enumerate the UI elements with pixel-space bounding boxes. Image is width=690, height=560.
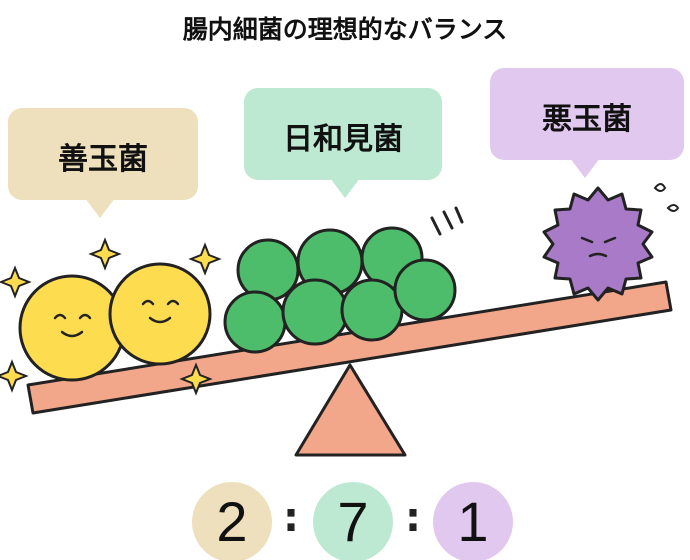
good-bacteria [18,262,212,382]
ratio-good: 2 [192,482,272,560]
label-bad-bacteria: 悪玉菌 [542,102,632,137]
sweat-drop-icon [653,183,680,212]
neutral-bacteria [223,226,457,354]
ratio-separator: : [283,495,299,541]
title: 腸内細菌の理想的なバランス [182,15,508,44]
bubble-bad [490,68,684,178]
bubble-good [8,108,198,218]
ratio-separator: : [405,495,421,541]
ratio-bad: 1 [433,482,513,560]
label-good-bacteria: 善玉菌 [58,142,148,177]
bubble-neutral [244,88,442,198]
motion-lines-icon [430,206,464,236]
label-neutral-bacteria: 日和見菌 [283,122,403,157]
bad-bacteria [542,183,680,302]
ratio-neutral: 7 [313,482,393,560]
fulcrum [294,363,407,457]
sparkle-icons [0,237,222,396]
